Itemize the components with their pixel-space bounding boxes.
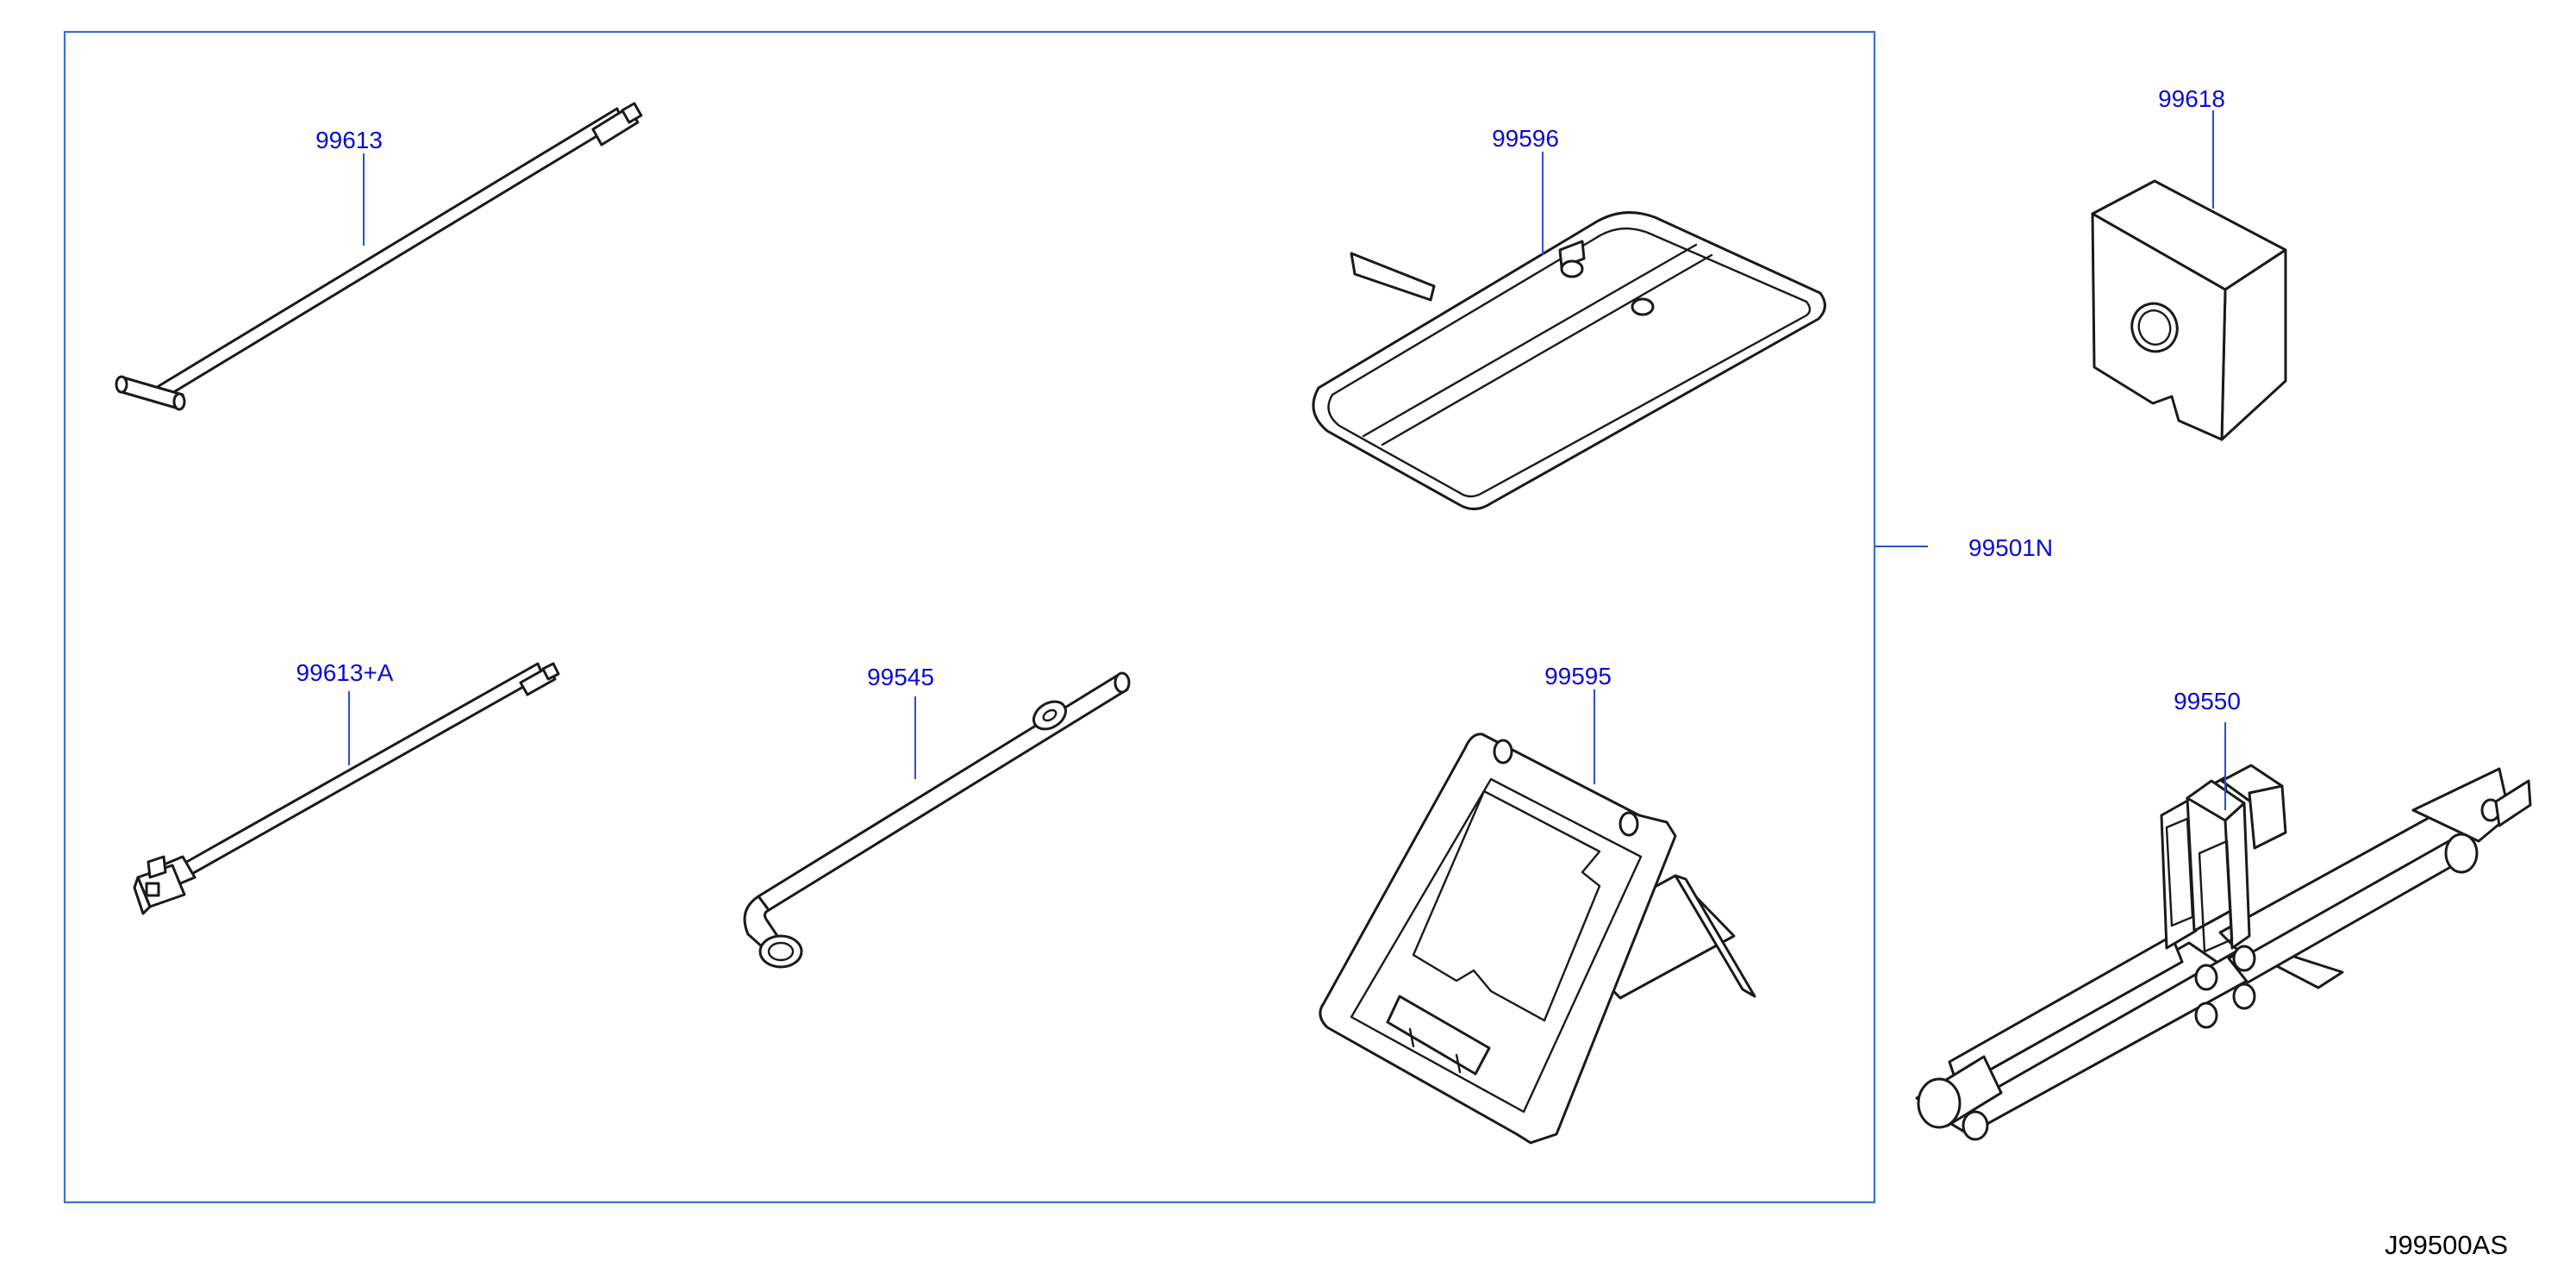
- jack-lever-drawing[interactable]: [115, 102, 643, 411]
- part-label-99613[interactable]: 99613: [315, 127, 383, 153]
- part-label-99613a[interactable]: 99613+A: [296, 659, 394, 686]
- scissor-jack-drawing[interactable]: [1915, 764, 2532, 1141]
- part-label-99550[interactable]: 99550: [2174, 688, 2241, 714]
- wheel-chock-drawing[interactable]: [1319, 733, 1756, 1145]
- part-label-99618[interactable]: 99618: [2158, 85, 2225, 112]
- part-label-99545[interactable]: 99545: [867, 664, 934, 690]
- assembly-frame: [63, 30, 1876, 1204]
- part-label-99595[interactable]: 99595: [1544, 663, 1612, 689]
- diagram-code: J99500AS: [2385, 1230, 2508, 1260]
- part-label-99596[interactable]: 99596: [1492, 125, 1559, 152]
- tool-foam-block-drawing[interactable]: [2091, 179, 2287, 441]
- jack-lever-swivel-drawing[interactable]: [133, 662, 560, 915]
- wheel-nut-wrench-drawing[interactable]: [743, 671, 1131, 969]
- assembly-label[interactable]: 99501N: [1968, 534, 2053, 561]
- tool-tray-drawing[interactable]: [1312, 211, 1826, 510]
